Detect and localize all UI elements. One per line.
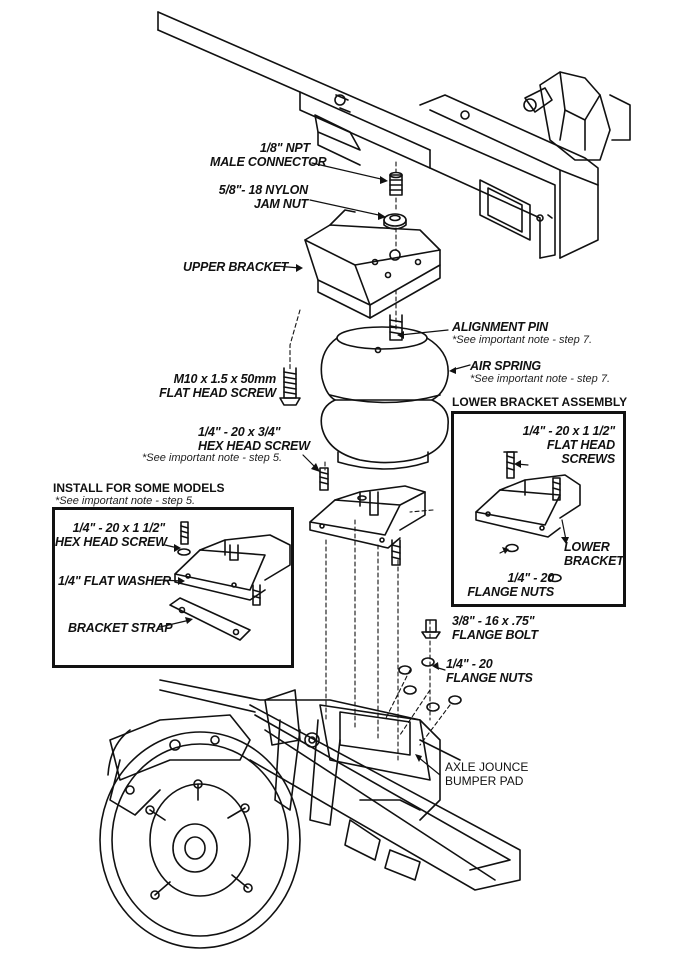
axle-assembly — [159, 679, 521, 891]
bracket-strap-label: BRACKET STRAP — [68, 621, 173, 635]
assembly-guide-lines — [289, 161, 451, 761]
m10-flat-head-screw — [279, 367, 301, 406]
upper-bracket-label: UPPER BRACKET — [183, 260, 289, 274]
install-for-some-models-box — [52, 507, 294, 668]
lower-bracket-main — [309, 485, 426, 566]
lower-bracket-assembly-title: LOWER BRACKET ASSEMBLY — [452, 395, 628, 409]
hex-head-screw-main — [319, 467, 329, 491]
brake-rotor — [99, 714, 301, 949]
air-spring — [320, 314, 449, 470]
alignment-pin-note: *See important note - step 7. — [452, 334, 593, 346]
arrow-heads — [174, 176, 569, 762]
flange-bolt-label: 3/8" - 16 x .75"FLANGE BOLT — [452, 614, 538, 642]
jam-nut — [383, 213, 407, 230]
alignment-pin-label: ALIGNMENT PIN — [452, 320, 549, 334]
lower-bracket-assembly-box — [451, 411, 626, 607]
ism-parts — [169, 521, 291, 641]
install-note: *See important note - step 5. — [55, 495, 196, 507]
male-connector — [389, 171, 403, 196]
frame-rail — [157, 11, 599, 259]
install-for-some-models-title: INSTALL FOR SOME MODELS — [53, 481, 225, 495]
hex-head-screw-main-label: 1/4" - 20 x 3/4"HEX HEAD SCREW — [198, 425, 310, 453]
flange-bolt — [421, 619, 441, 639]
lba-parts — [475, 451, 581, 583]
air-spring-note: *See important note - step 7. — [470, 373, 611, 385]
upper-bracket — [304, 209, 441, 319]
ism-hex-head-screw-label: 1/4" - 20 x 1 1/2"HEX HEAD SCREW — [55, 521, 167, 549]
air-spring-label: AIR SPRING — [470, 359, 541, 373]
flange-nuts-main — [398, 657, 462, 712]
shock-mount — [523, 71, 631, 161]
hex-head-screw-main-note: *See important note - step 5. — [142, 452, 283, 464]
flat-washer-label: 1/4" FLAT WASHER — [58, 574, 171, 588]
